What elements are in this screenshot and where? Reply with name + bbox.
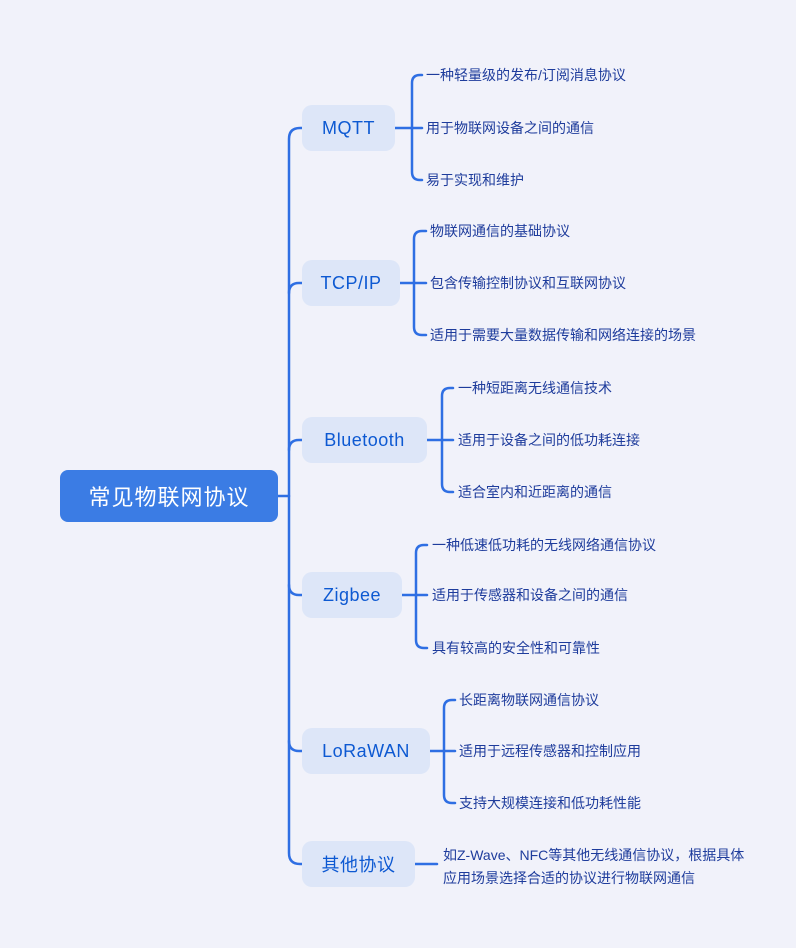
branch-stub-tcpip (287, 281, 304, 295)
branch-node-lorawan[interactable]: LoRaWAN (302, 728, 430, 774)
leaf-node[interactable]: 如Z-Wave、NFC等其他无线通信协议，根据具体应用场景选择合适的协议进行物联… (443, 847, 745, 886)
zigbee-child-rail (414, 543, 429, 650)
leaf-node[interactable]: 支持大规模连接和低功耗性能 (459, 795, 641, 811)
leaf-node[interactable]: 适用于传感器和设备之间的通信 (432, 587, 628, 603)
leaf-node[interactable]: 一种轻量级的发布/订阅消息协议 (426, 67, 626, 83)
leaf-node[interactable]: 物联网通信的基础协议 (430, 223, 570, 239)
main-trunk (287, 126, 304, 866)
branch-node-tcpip[interactable]: TCP/IP (302, 260, 400, 306)
lorawan-child-rail (442, 698, 457, 805)
branch-stub-bluetooth (287, 438, 304, 452)
tcpip-child-rail (412, 229, 428, 337)
leaf-node[interactable]: 用于物联网设备之间的通信 (426, 120, 594, 136)
branch-node-zigbee[interactable]: Zigbee (302, 572, 402, 618)
branch-node-bluetooth[interactable]: Bluetooth (302, 417, 427, 463)
leaf-node[interactable]: 适用于需要大量数据传输和网络连接的场景 (430, 327, 696, 343)
leaf-node[interactable]: 一种低速低功耗的无线网络通信协议 (432, 537, 656, 553)
leaf-node[interactable]: 包含传输控制协议和互联网协议 (430, 275, 626, 291)
root-node[interactable]: 常见物联网协议 (60, 470, 278, 522)
leaf-node[interactable]: 一种短距离无线通信技术 (458, 380, 612, 396)
leaf-node[interactable]: 长距离物联网通信协议 (459, 692, 599, 708)
leaf-node[interactable]: 具有较高的安全性和可靠性 (432, 640, 600, 656)
branch-node-mqtt[interactable]: MQTT (302, 105, 395, 151)
branch-stub-lorawan (287, 739, 304, 753)
leaf-node[interactable]: 易于实现和维护 (426, 172, 524, 188)
leaf-node[interactable]: 适用于设备之间的低功耗连接 (458, 432, 640, 448)
bluetooth-child-rail (440, 386, 455, 494)
leaf-node[interactable]: 适合室内和近距离的通信 (458, 484, 612, 500)
leaf-node[interactable]: 适用于远程传感器和控制应用 (459, 743, 641, 759)
branch-stub-zigbee (287, 583, 304, 597)
branch-node-other-protocols[interactable]: 其他协议 (302, 841, 415, 887)
mqtt-child-rail (410, 73, 424, 182)
